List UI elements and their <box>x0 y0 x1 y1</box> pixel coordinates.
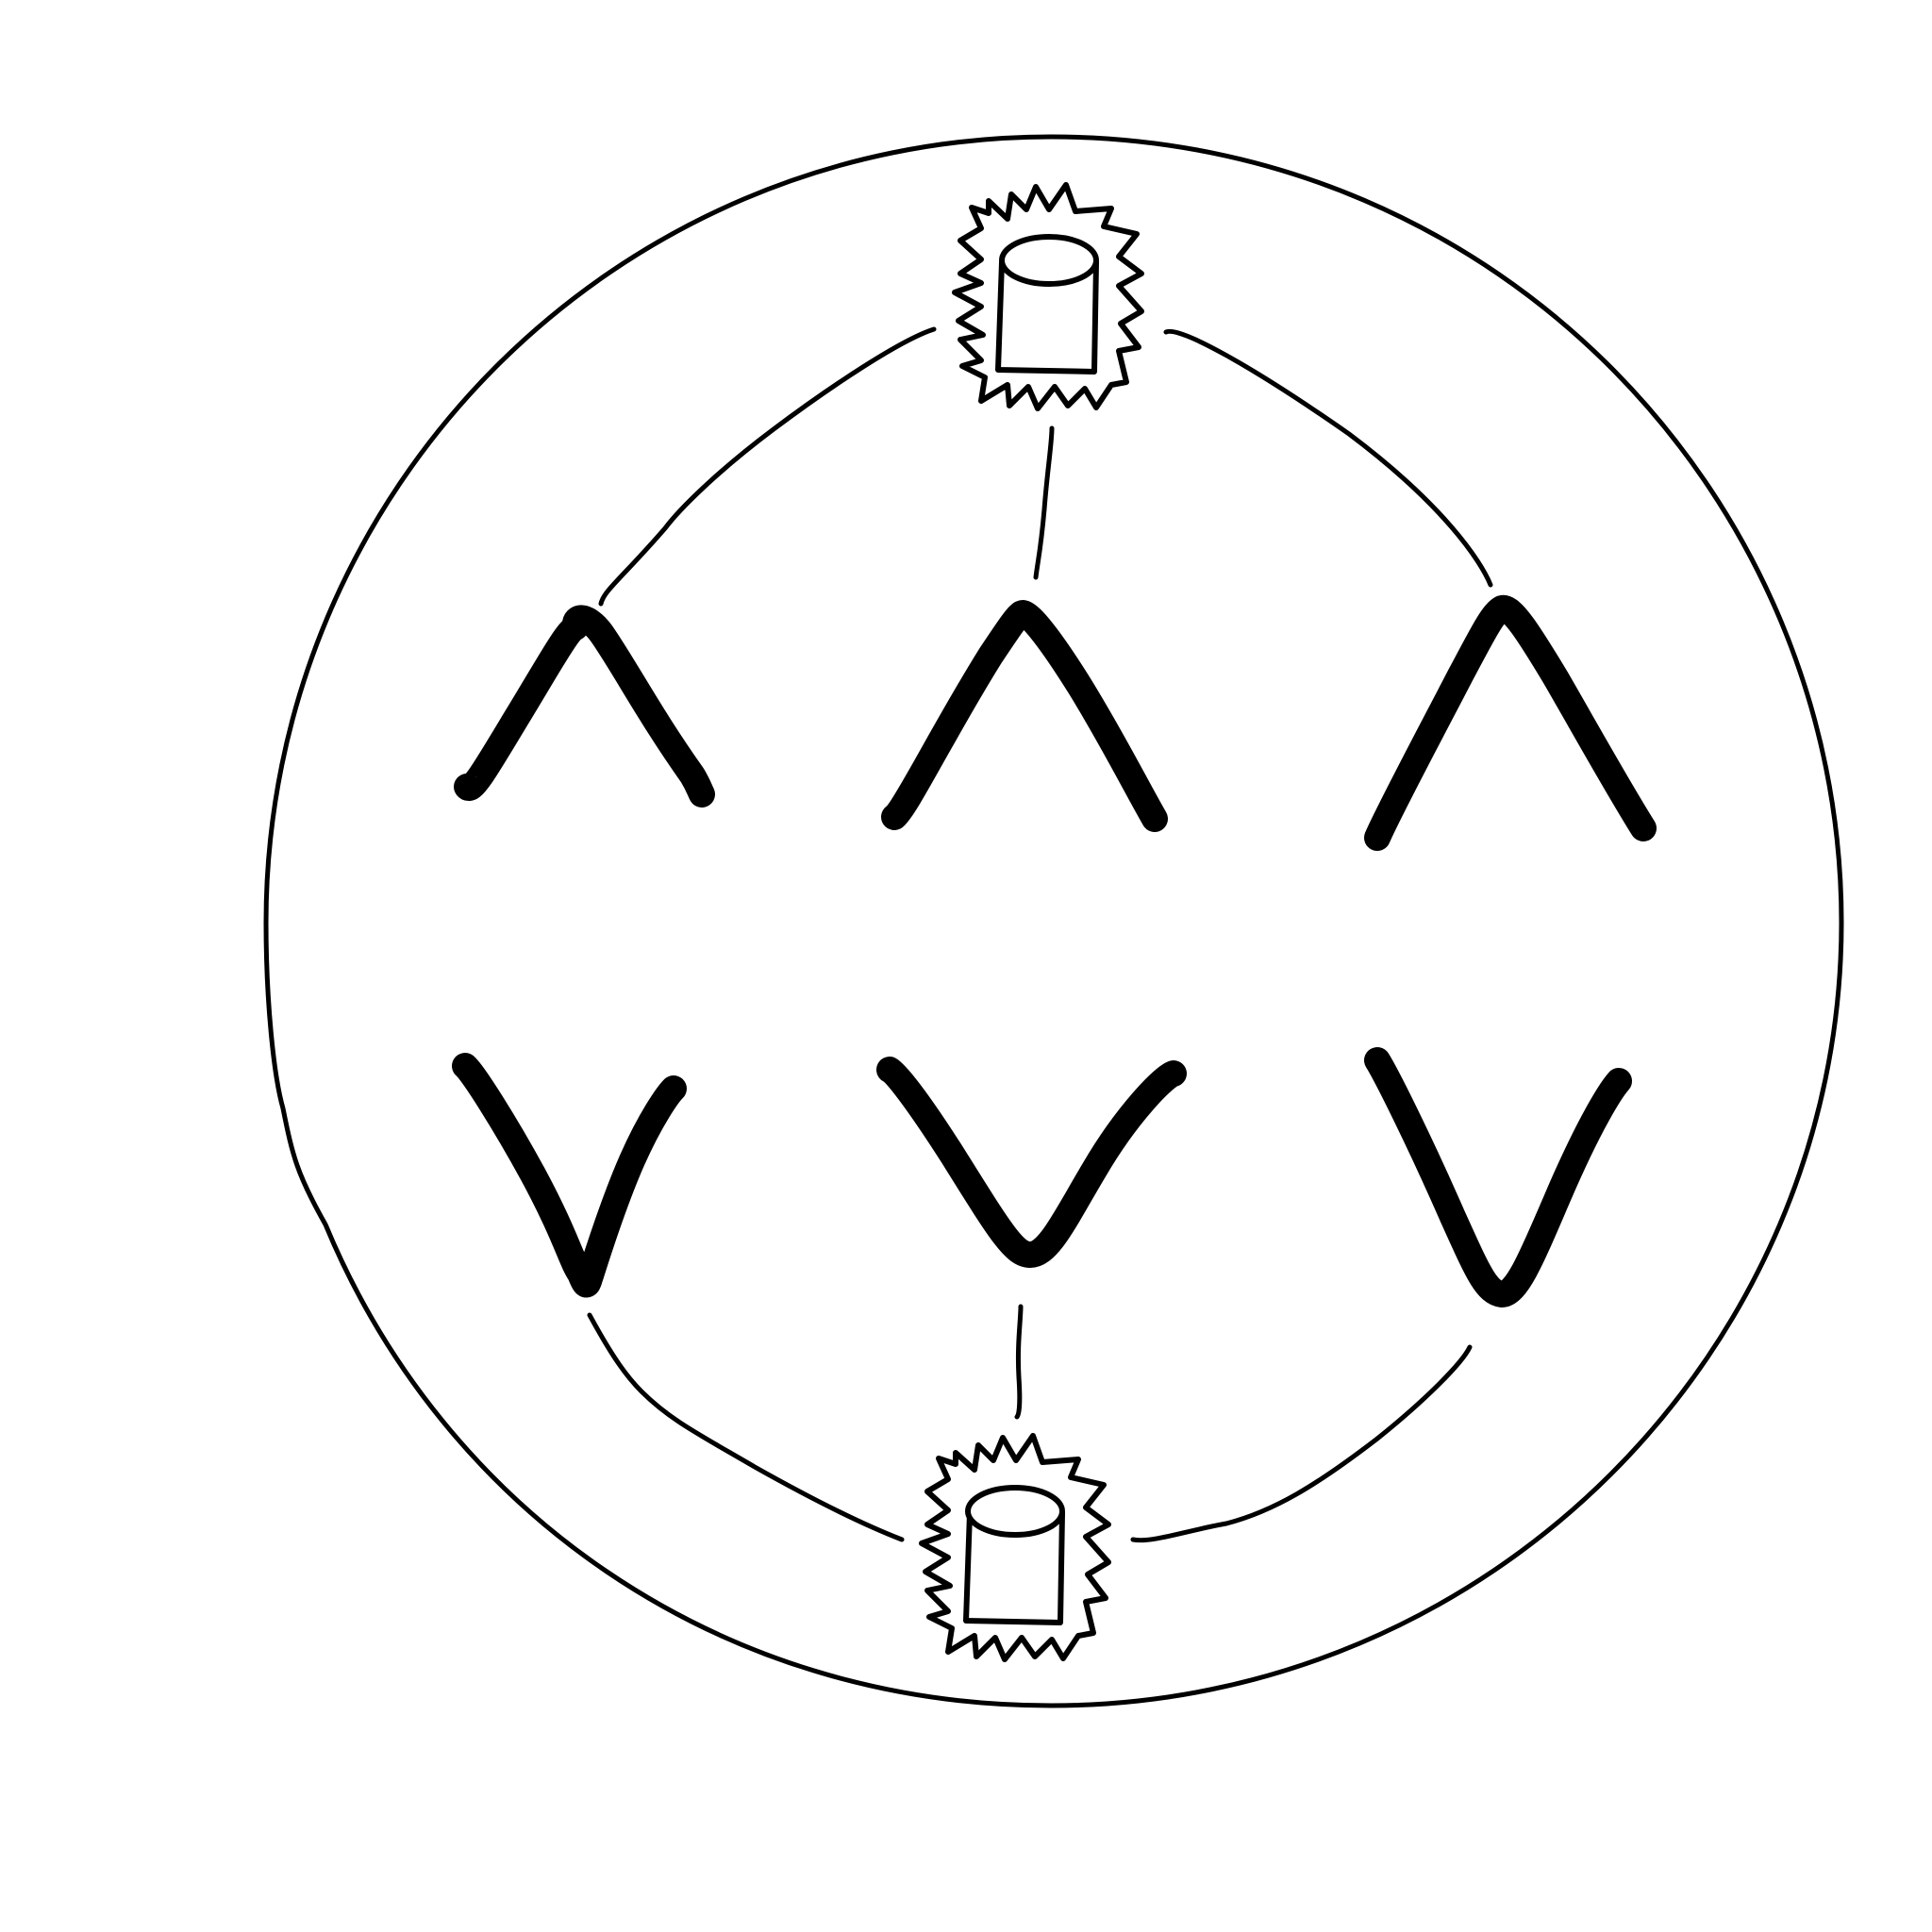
bottom-database-node <box>919 1433 1111 1662</box>
connector-top-to-up-left <box>598 326 937 607</box>
caret-down-glyph-left <box>452 1053 687 1298</box>
database-top-ellipse <box>999 234 1099 287</box>
connector-down-center-to-bottom <box>1014 1304 1024 1420</box>
caret-up-glyph-right <box>1364 594 1657 851</box>
connector-down-right-to-bottom <box>1130 1344 1473 1543</box>
database-top-ellipse <box>965 1485 1065 1538</box>
caret-up-glyph-left <box>454 605 715 808</box>
connector-top-to-up-right <box>1163 328 1493 588</box>
caret-down-glyph-center <box>876 1057 1187 1268</box>
top-database-node <box>952 182 1144 411</box>
caret-down-glyph-right <box>1364 1047 1632 1307</box>
connector-down-left-to-bottom <box>587 1312 905 1542</box>
connector-top-to-up-center <box>1033 425 1055 580</box>
caret-up-glyph-center <box>881 600 1168 832</box>
boundary-circle <box>263 134 1844 1708</box>
